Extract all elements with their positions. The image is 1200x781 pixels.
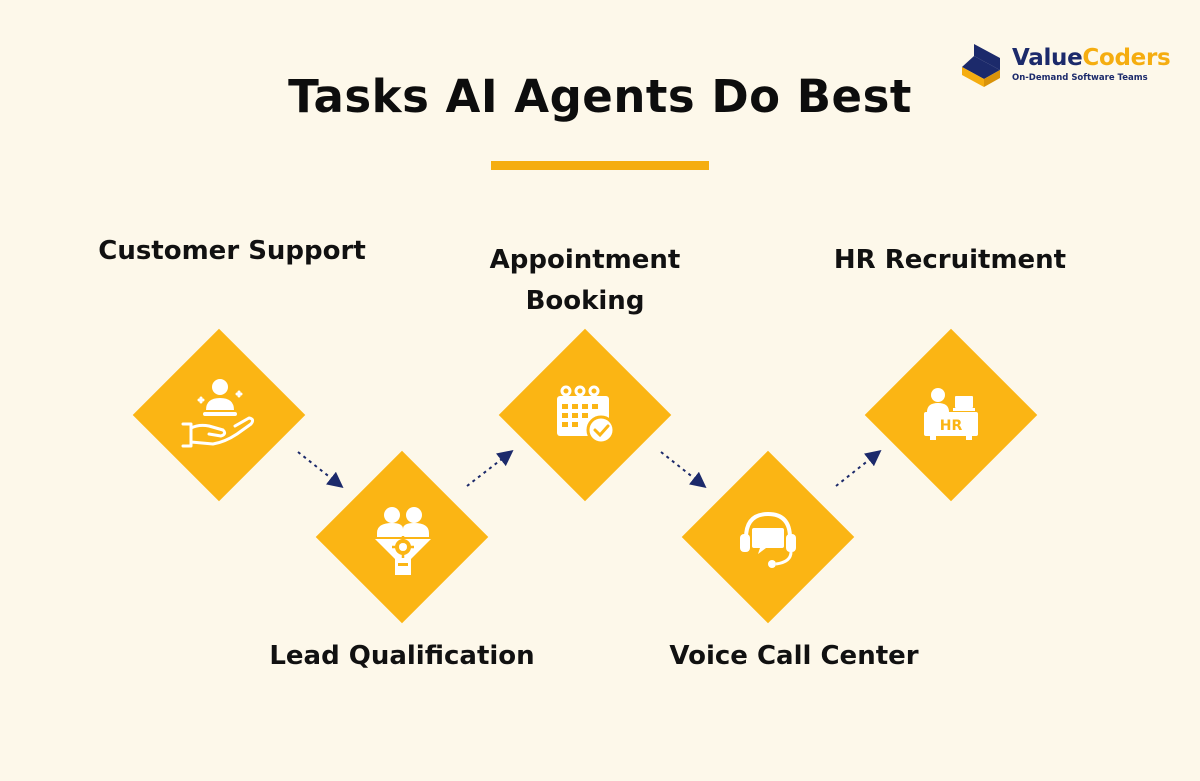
step-label-appointment-booking: Appointment Booking: [489, 245, 681, 316]
logo-tagline: On-Demand Software Teams: [1012, 73, 1148, 83]
title-underline: [491, 161, 709, 170]
arrow-3: [660, 451, 707, 488]
hr-desk-text: HR: [940, 418, 963, 434]
arrow-4: [835, 450, 882, 487]
lead-funnel-icon: [375, 507, 431, 575]
step-label-customer-support: Customer Support: [98, 236, 366, 266]
logo-wordmark: ValueCoders: [1012, 45, 1171, 71]
step-label-lead-qualification: Lead Qualification: [269, 641, 535, 671]
step-label-voice-call-center: Voice Call Center: [669, 641, 919, 671]
headset-icon: [740, 511, 796, 568]
step-label-hr-recruitment: HR Recruitment: [833, 245, 1067, 275]
calendar-clock-icon: [557, 385, 616, 445]
hr-desk-icon: HR: [924, 388, 978, 440]
page-title: Tasks AI Agents Do Best: [288, 70, 912, 123]
valuecoders-logo: ValueCoders On-Demand Software Teams: [960, 42, 1171, 90]
arrow-2: [466, 450, 514, 487]
logo-mark-icon: [962, 44, 1000, 87]
hand-service-icon: [181, 379, 255, 448]
arrow-1: [297, 451, 344, 488]
